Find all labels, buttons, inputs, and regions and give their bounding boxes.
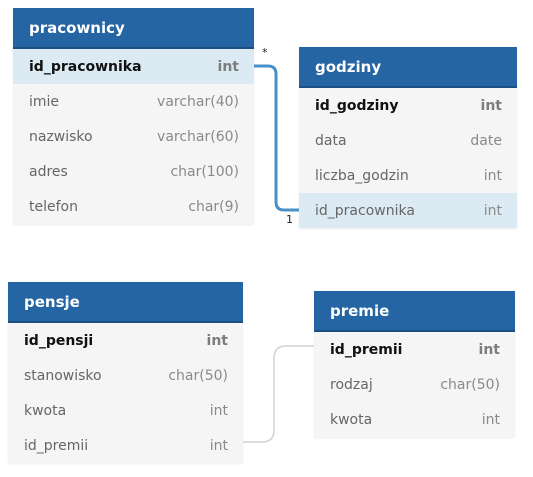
field-row[interactable]: liczba_godzin int: [299, 158, 517, 193]
table-header[interactable]: pracownicy: [13, 8, 254, 49]
field-name: stanowisko: [24, 367, 102, 384]
field-name: data: [315, 132, 347, 149]
field-row[interactable]: adres char(100): [13, 154, 254, 189]
table-godziny[interactable]: godziny id_godziny int data date liczba_…: [299, 47, 517, 228]
field-name: id_pracownika: [29, 58, 142, 75]
field-name: liczba_godzin: [315, 167, 409, 184]
field-type: int: [209, 402, 228, 419]
field-name: kwota: [330, 411, 373, 428]
field-name: kwota: [24, 402, 67, 419]
field-row[interactable]: id_godziny int: [299, 88, 517, 123]
field-row[interactable]: imie varchar(40): [13, 84, 254, 119]
field-name: id_premii: [330, 341, 403, 358]
field-row[interactable]: nazwisko varchar(60): [13, 119, 254, 154]
cardinality-from: *: [262, 46, 268, 59]
field-row[interactable]: stanowisko char(50): [8, 358, 243, 393]
table-pensje[interactable]: pensje id_pensji int stanowisko char(50)…: [8, 282, 243, 463]
field-type: date: [470, 132, 502, 149]
field-name: rodzaj: [330, 376, 373, 393]
field-type: char(9): [188, 198, 239, 215]
field-type: int: [481, 411, 500, 428]
field-row[interactable]: kwota int: [8, 393, 243, 428]
field-row[interactable]: telefon char(9): [13, 189, 254, 224]
field-type: char(50): [440, 376, 500, 393]
field-row[interactable]: id_premii int: [314, 332, 515, 367]
field-name: id_pensji: [24, 332, 94, 349]
cardinality-to: 1: [286, 213, 293, 226]
relation-edge-pensje-premie[interactable]: [243, 345, 314, 443]
table-premie[interactable]: premie id_premii int rodzaj char(50) kwo…: [314, 291, 515, 437]
table-header[interactable]: premie: [314, 291, 515, 332]
field-name: telefon: [29, 198, 78, 215]
field-type: int: [206, 332, 228, 349]
field-type: int: [478, 341, 500, 358]
field-row[interactable]: id_pensji int: [8, 323, 243, 358]
field-name: id_premii: [24, 437, 89, 454]
field-type: char(50): [168, 367, 228, 384]
field-name: nazwisko: [29, 128, 93, 145]
field-row[interactable]: id_pracownika int: [299, 193, 517, 228]
field-row[interactable]: data date: [299, 123, 517, 158]
field-row[interactable]: kwota int: [314, 402, 515, 437]
table-pracownicy[interactable]: pracownicy id_pracownika int imie varcha…: [13, 8, 254, 224]
field-type: char(100): [170, 163, 239, 180]
field-type: int: [480, 97, 502, 114]
table-header[interactable]: godziny: [299, 47, 517, 88]
field-type: int: [217, 58, 239, 75]
table-header[interactable]: pensje: [8, 282, 243, 323]
field-type: int: [483, 202, 502, 219]
field-type: int: [209, 437, 228, 454]
relation-edge-pracownicy-godziny[interactable]: [254, 64, 299, 212]
field-type: varchar(60): [157, 128, 239, 145]
field-type: int: [483, 167, 502, 184]
field-row[interactable]: rodzaj char(50): [314, 367, 515, 402]
field-name: id_pracownika: [315, 202, 415, 219]
field-name: adres: [29, 163, 68, 180]
field-name: imie: [29, 93, 60, 110]
field-row[interactable]: id_pracownika int: [13, 49, 254, 84]
field-type: varchar(40): [157, 93, 239, 110]
field-name: id_godziny: [315, 97, 399, 114]
field-row[interactable]: id_premii int: [8, 428, 243, 463]
